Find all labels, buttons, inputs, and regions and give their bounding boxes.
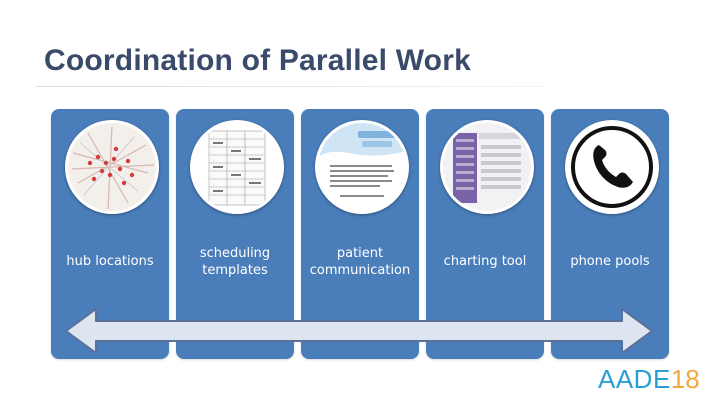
- logo-year-text: 18: [670, 364, 700, 394]
- card-phone-pools: phone pools: [551, 109, 669, 359]
- slide-title: Coordination of Parallel Work: [44, 44, 471, 77]
- card-scheduling-templates: scheduling templates: [176, 109, 294, 359]
- card-patient-communication: patient communication: [301, 109, 419, 359]
- card-hub-locations: hub locations: [51, 109, 169, 359]
- logo-aade-text: AADE: [598, 364, 671, 394]
- schedule-document-icon: [190, 120, 284, 214]
- card-label: patient communication: [309, 246, 411, 278]
- map-icon: [65, 120, 159, 214]
- card-label: phone pools: [570, 254, 650, 269]
- chart-screen-icon: [440, 120, 534, 214]
- card-charting-tool: charting tool: [426, 109, 544, 359]
- card-label: hub locations: [66, 254, 154, 269]
- card-label: charting tool: [443, 254, 527, 269]
- double-headed-arrow-icon: [65, 308, 653, 354]
- letter-document-icon: [315, 120, 409, 214]
- phone-icon: [565, 120, 659, 214]
- card-label: scheduling templates: [199, 246, 271, 278]
- aade18-logo: AADE 18: [598, 364, 700, 394]
- title-divider: [36, 86, 546, 87]
